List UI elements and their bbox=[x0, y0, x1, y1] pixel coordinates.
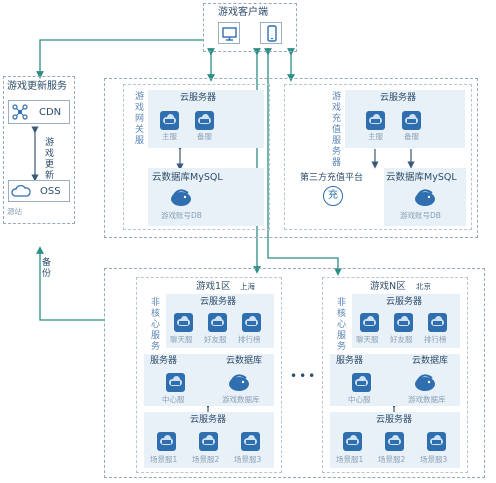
zoneN-server-title: 服务器 bbox=[336, 356, 364, 366]
zone1-center-cloud-icon bbox=[166, 373, 185, 392]
payment-backup-label: 备服 bbox=[404, 132, 419, 141]
zone1-box bbox=[136, 277, 282, 473]
gateway-box bbox=[123, 84, 270, 230]
zoneN-scene-title: 云服务器 bbox=[376, 415, 413, 425]
payment-box bbox=[284, 84, 472, 230]
zoneN-box bbox=[322, 277, 468, 473]
zone1-scene1-cloud-icon bbox=[157, 432, 176, 451]
zone1-friends-cloud-icon bbox=[208, 313, 227, 332]
zone1-service-rank: 排行榜 bbox=[238, 335, 261, 344]
update-service-box bbox=[3, 76, 75, 224]
zone1-service-chat: 聊天服 bbox=[170, 335, 193, 344]
pc-device bbox=[218, 22, 240, 44]
zone1-scene3-cloud-icon bbox=[241, 432, 260, 451]
gateway-backup-label: 备服 bbox=[197, 132, 212, 141]
zones-box bbox=[104, 268, 485, 478]
zoneN-scene2-label: 场景服2 bbox=[378, 455, 406, 464]
zoneN-service-friends: 好友服 bbox=[390, 335, 413, 344]
zone1-scene3-label: 场景服3 bbox=[234, 455, 262, 464]
oss-box: OSS bbox=[8, 180, 70, 202]
gateway-db-footer: 游戏账号DB bbox=[161, 211, 202, 220]
zone1-gamedb-icon bbox=[226, 371, 252, 393]
recharge-icon: 充 bbox=[323, 186, 343, 206]
zone1-service-friends: 好友服 bbox=[204, 335, 227, 344]
zone1-title: 游戏1区 bbox=[196, 281, 231, 292]
zone1-scene2-label: 场景服2 bbox=[192, 455, 220, 464]
zoneN-scene3-cloud-icon bbox=[427, 432, 446, 451]
cdn-icon bbox=[12, 104, 28, 120]
zoneN-friends-cloud-icon bbox=[394, 313, 413, 332]
mobile-device bbox=[260, 22, 282, 44]
zone1-core-panel bbox=[144, 354, 274, 406]
zoneN-scene2-cloud-icon bbox=[385, 432, 404, 451]
gateway-side-label: 游戏网关服 bbox=[134, 92, 144, 146]
zoneN-gamedb-label: 游戏数据库 bbox=[408, 395, 446, 404]
zoneN-service-rank: 排行榜 bbox=[424, 335, 447, 344]
payment-db-footer: 游戏账号DB bbox=[400, 211, 441, 220]
gateway-main-cloud-icon bbox=[160, 111, 179, 130]
zoneN-title: 游戏N区 bbox=[370, 281, 406, 292]
monitor-icon bbox=[222, 27, 237, 41]
zone1-rank-cloud-icon bbox=[242, 313, 261, 332]
zone1-cloud-title: 云服务器 bbox=[200, 297, 237, 307]
game-client-title: 游戏客户端 bbox=[218, 7, 268, 18]
zoneN-location: 北京 bbox=[416, 282, 431, 291]
zoneN-side-label: 非核心服务 bbox=[336, 298, 346, 352]
zoneN-scene3-label: 场景服3 bbox=[420, 455, 448, 464]
payment-mysql-icon bbox=[412, 186, 438, 208]
zone1-center-label: 中心服 bbox=[162, 395, 185, 404]
zone1-server-title: 服务器 bbox=[150, 356, 178, 366]
oss-cloud-icon bbox=[11, 184, 31, 197]
zone1-gamedb-label: 游戏数据库 bbox=[222, 395, 260, 404]
third-party-label: 第三方充值平台 bbox=[300, 173, 364, 183]
gateway-db-title: 云数据库MySQL bbox=[152, 172, 223, 183]
zone1-scene-title: 云服务器 bbox=[190, 415, 227, 425]
zone1-db-title: 云数据库 bbox=[226, 356, 263, 366]
zoneN-service-chat: 聊天服 bbox=[356, 335, 379, 344]
source-site-label: 源站 bbox=[7, 207, 22, 216]
payment-main-cloud-icon bbox=[366, 111, 385, 130]
payment-side-label: 游戏充值服务器 bbox=[331, 92, 341, 168]
zone1-location: 上海 bbox=[240, 282, 255, 291]
gateway-db-panel bbox=[148, 168, 264, 226]
payment-cloud-title: 云服务器 bbox=[380, 93, 417, 103]
zoneN-cloud-title: 云服务器 bbox=[386, 297, 423, 307]
phone-icon bbox=[267, 25, 277, 42]
gateway-main-label: 主服 bbox=[162, 132, 177, 141]
zoneN-scene1-label: 场景服1 bbox=[336, 455, 364, 464]
gateway-cloud-title: 云服务器 bbox=[180, 93, 217, 103]
zone1-side-label: 非核心服务 bbox=[150, 298, 160, 352]
zoneN-gamedb-icon bbox=[412, 371, 438, 393]
zone1-scene2-cloud-icon bbox=[199, 432, 218, 451]
zoneN-scene1-cloud-icon bbox=[343, 432, 362, 451]
zone1-scene1-label: 场景服1 bbox=[150, 455, 178, 464]
cdn-label: CDN bbox=[39, 107, 62, 118]
payment-main-label: 主服 bbox=[368, 132, 383, 141]
zoneN-center-label: 中心服 bbox=[348, 395, 371, 404]
zoneN-core-panel bbox=[330, 354, 460, 406]
game-client-box bbox=[203, 3, 297, 52]
zoneN-rank-cloud-icon bbox=[428, 313, 447, 332]
backup-label: 备份 bbox=[41, 258, 51, 279]
zoneN-center-cloud-icon bbox=[352, 373, 371, 392]
gateway-backup-cloud-icon bbox=[195, 111, 214, 130]
core-services-box bbox=[104, 78, 478, 238]
payment-backup-cloud-icon bbox=[402, 111, 421, 130]
update-service-title: 游戏更新服务 bbox=[7, 81, 67, 92]
zoneN-db-title: 云数据库 bbox=[412, 356, 449, 366]
gateway-mysql-icon bbox=[168, 186, 194, 208]
zones-ellipsis: ••• bbox=[290, 369, 318, 383]
zoneN-chat-cloud-icon bbox=[360, 313, 379, 332]
payment-db-title: 云数据库MySQL bbox=[386, 172, 457, 183]
zone1-chat-cloud-icon bbox=[174, 313, 193, 332]
cdn-box: CDN bbox=[8, 100, 70, 124]
oss-label: OSS bbox=[40, 186, 61, 197]
